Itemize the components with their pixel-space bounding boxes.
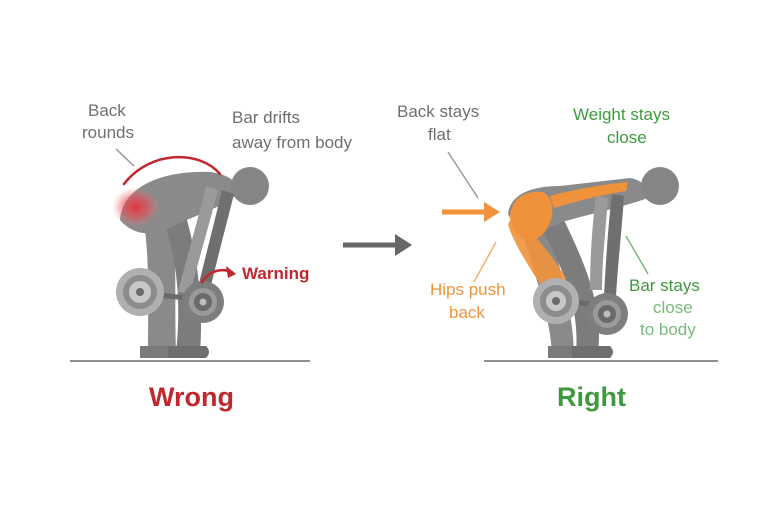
right-front-arm: [604, 194, 624, 296]
wrong-head: [231, 167, 269, 205]
wrong-figure: [70, 148, 310, 362]
hips-leader: [473, 241, 497, 283]
flat-back-leader: [447, 151, 479, 199]
right-figure: [442, 151, 718, 362]
back-rounds-label-line2: rounds: [82, 123, 134, 142]
back-label-leader: [115, 148, 135, 167]
warning-arrow-head: [226, 266, 236, 278]
right-plate-front: [586, 293, 628, 335]
transition-arrow: [343, 234, 412, 256]
bar-close-leader: [625, 235, 649, 275]
right-back-highlight: [550, 182, 632, 208]
right-head: [641, 167, 679, 205]
weight-stays-close-label-line1: Weight stays: [573, 105, 671, 124]
bar-drifts-label-line1: Bar drifts: [232, 108, 301, 127]
right-plate-back: [533, 278, 579, 324]
right-front-foot: [572, 346, 613, 358]
wrong-plate-front: [182, 281, 224, 323]
back-rounds-label-line1: Back: [88, 101, 126, 120]
wrong-back-arm: [178, 186, 218, 294]
bar-stays-close-label-line3: to body: [640, 320, 696, 339]
right-hip-highlight: [510, 191, 553, 241]
right-caption: Right: [557, 382, 626, 412]
back-stays-flat-label-line1: Back stays: [397, 102, 480, 121]
right-back-arm: [590, 196, 608, 290]
bar-drifts-label-line2: away from body: [232, 133, 352, 152]
hips-push-back-label-line1: Hips push: [430, 280, 506, 299]
hips-push-back-label-line2: back: [449, 303, 485, 322]
back-stays-flat-label-line2: flat: [428, 125, 451, 144]
back-rounding-arc: [122, 155, 222, 186]
pain-glow: [112, 187, 160, 227]
wrong-front-foot: [168, 346, 209, 358]
weight-stays-close-label-line2: close: [607, 128, 647, 147]
hip-push-arrow-head: [484, 202, 500, 222]
wrong-front-arm: [196, 190, 234, 298]
bar-stays-close-label-line1: Bar stays: [629, 276, 700, 295]
bar-stays-close-label-line2: close: [653, 298, 693, 317]
wrong-caption: Wrong: [149, 382, 234, 412]
warning-label: Warning: [242, 264, 310, 283]
wrong-plate-back: [116, 268, 164, 316]
